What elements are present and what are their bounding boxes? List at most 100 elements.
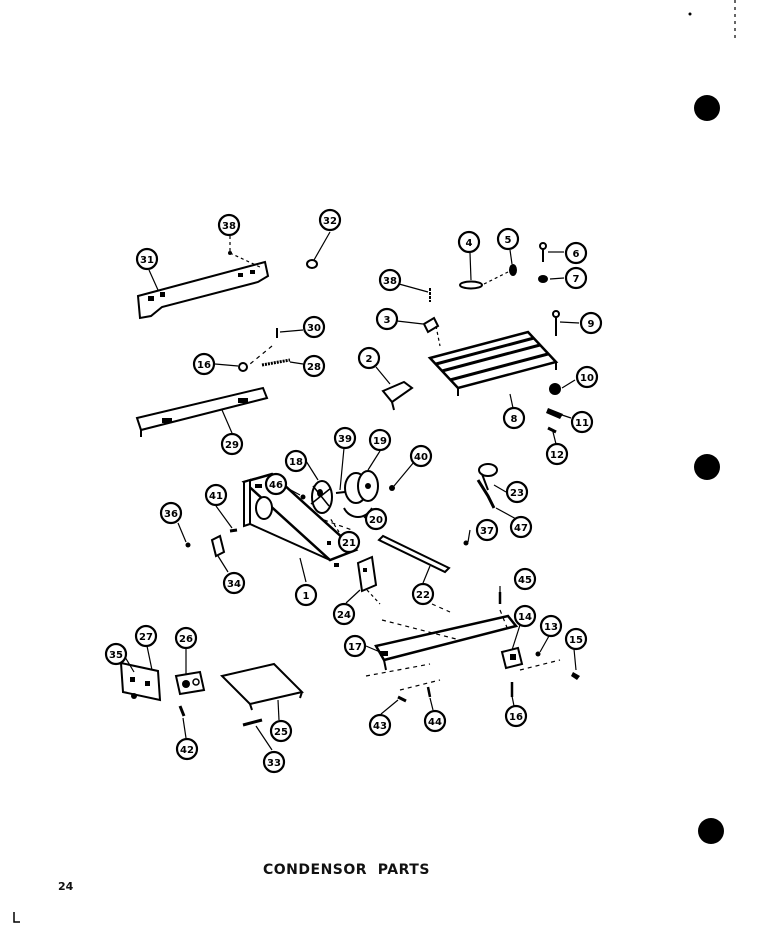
svg-text:36: 36 — [164, 509, 178, 520]
svg-text:43: 43 — [373, 721, 387, 732]
callout-7: 7 — [564, 266, 588, 290]
scan-speck — [688, 12, 692, 16]
svg-text:31: 31 — [140, 255, 154, 266]
callout-17: 17 — [343, 634, 367, 658]
callout-38-b: 38 — [378, 268, 402, 292]
svg-text:3: 3 — [384, 315, 391, 326]
callout-8: 8 — [502, 406, 526, 430]
bracket-27 — [119, 661, 162, 702]
svg-text:8: 8 — [511, 414, 518, 425]
condenser-coil-8 — [427, 330, 559, 396]
callout-22: 22 — [411, 582, 435, 606]
callout-27: 27 — [134, 624, 158, 648]
svg-text:30: 30 — [307, 323, 321, 334]
svg-text:20: 20 — [369, 515, 383, 526]
svg-text:21: 21 — [342, 538, 356, 549]
corner-mark — [13, 912, 20, 923]
clip-3 — [422, 316, 440, 334]
svg-text:1: 1 — [303, 591, 310, 602]
svg-text:11: 11 — [575, 418, 589, 429]
callout-25: 25 — [269, 719, 293, 743]
screw-15 — [571, 672, 580, 680]
callout-23: 23 — [505, 480, 529, 504]
screw-33 — [242, 718, 263, 727]
cover-25 — [220, 662, 304, 711]
screw-42 — [178, 705, 186, 717]
svg-text:27: 27 — [139, 632, 153, 643]
callout-16-a: 16 — [192, 352, 216, 376]
fastener-16-a — [238, 362, 248, 372]
svg-text:40: 40 — [414, 452, 428, 463]
svg-text:33: 33 — [267, 758, 281, 769]
diagram-caption: CONDENSOR PARTS — [263, 862, 430, 878]
callout-14: 14 — [513, 604, 537, 628]
screw-44 — [426, 686, 432, 698]
tube-4 — [459, 280, 483, 290]
callout-3: 3 — [375, 307, 399, 331]
bolt-9 — [552, 310, 560, 336]
callout-35: 35 — [104, 642, 128, 666]
bracket-34 — [210, 534, 226, 558]
bracket-24 — [356, 555, 378, 593]
clip-2 — [381, 380, 414, 411]
fan-motor-19 — [344, 470, 379, 504]
spring-28 — [261, 358, 291, 367]
svg-text:16: 16 — [197, 360, 211, 371]
grommet-10 — [549, 383, 561, 395]
callout-2: 2 — [357, 346, 381, 370]
svg-text:42: 42 — [180, 745, 194, 756]
callout-6: 6 — [564, 241, 588, 265]
svg-text:34: 34 — [227, 579, 241, 590]
shaft-39 — [335, 491, 346, 494]
svg-text:39: 39 — [338, 434, 352, 445]
screw-43 — [397, 695, 407, 703]
callout-43: 43 — [368, 713, 392, 737]
svg-text:37: 37 — [480, 526, 494, 537]
svg-text:15: 15 — [569, 635, 583, 646]
svg-text:10: 10 — [580, 373, 594, 384]
callout-1: 1 — [294, 583, 318, 607]
callout-47: 47 — [509, 515, 533, 539]
screw-37 — [463, 540, 469, 546]
tube-47 — [476, 479, 496, 509]
svg-text:12: 12 — [550, 450, 564, 461]
svg-text:44: 44 — [428, 717, 442, 728]
callout-40: 40 — [409, 444, 433, 468]
screw-13 — [535, 651, 541, 657]
callout-24: 24 — [332, 602, 356, 626]
svg-text:13: 13 — [544, 622, 558, 633]
callout-12: 12 — [545, 442, 569, 466]
svg-text:41: 41 — [209, 491, 223, 502]
callout-9: 9 — [579, 311, 603, 335]
callout-20: 20 — [364, 507, 388, 531]
rail-29 — [135, 386, 269, 437]
leader-lines — [124, 231, 580, 751]
svg-text:45: 45 — [518, 575, 532, 586]
svg-text:6: 6 — [573, 249, 580, 260]
callout-18: 18 — [284, 449, 308, 473]
callout-44: 44 — [423, 709, 447, 733]
spacer-11 — [546, 408, 563, 419]
callout-16-b: 16 — [504, 704, 528, 728]
svg-text:9: 9 — [588, 319, 595, 330]
svg-text:22: 22 — [416, 590, 430, 601]
assembly-paths — [249, 345, 561, 691]
bracket-31 — [136, 260, 270, 320]
screw-46 — [300, 494, 306, 500]
screw-41 — [229, 528, 238, 533]
callout-26: 26 — [174, 626, 198, 650]
svg-text:38: 38 — [383, 276, 397, 287]
callout-39: 39 — [333, 426, 357, 450]
callout-15: 15 — [564, 627, 588, 651]
callout-46: 46 — [264, 472, 288, 496]
svg-text:29: 29 — [225, 440, 239, 451]
callout-31: 31 — [135, 247, 159, 271]
svg-text:35: 35 — [109, 650, 123, 661]
callout-19: 19 — [368, 428, 392, 452]
compressor-bracket-26 — [174, 670, 206, 696]
svg-text:28: 28 — [307, 362, 321, 373]
binder-hole-bottom — [698, 818, 724, 844]
